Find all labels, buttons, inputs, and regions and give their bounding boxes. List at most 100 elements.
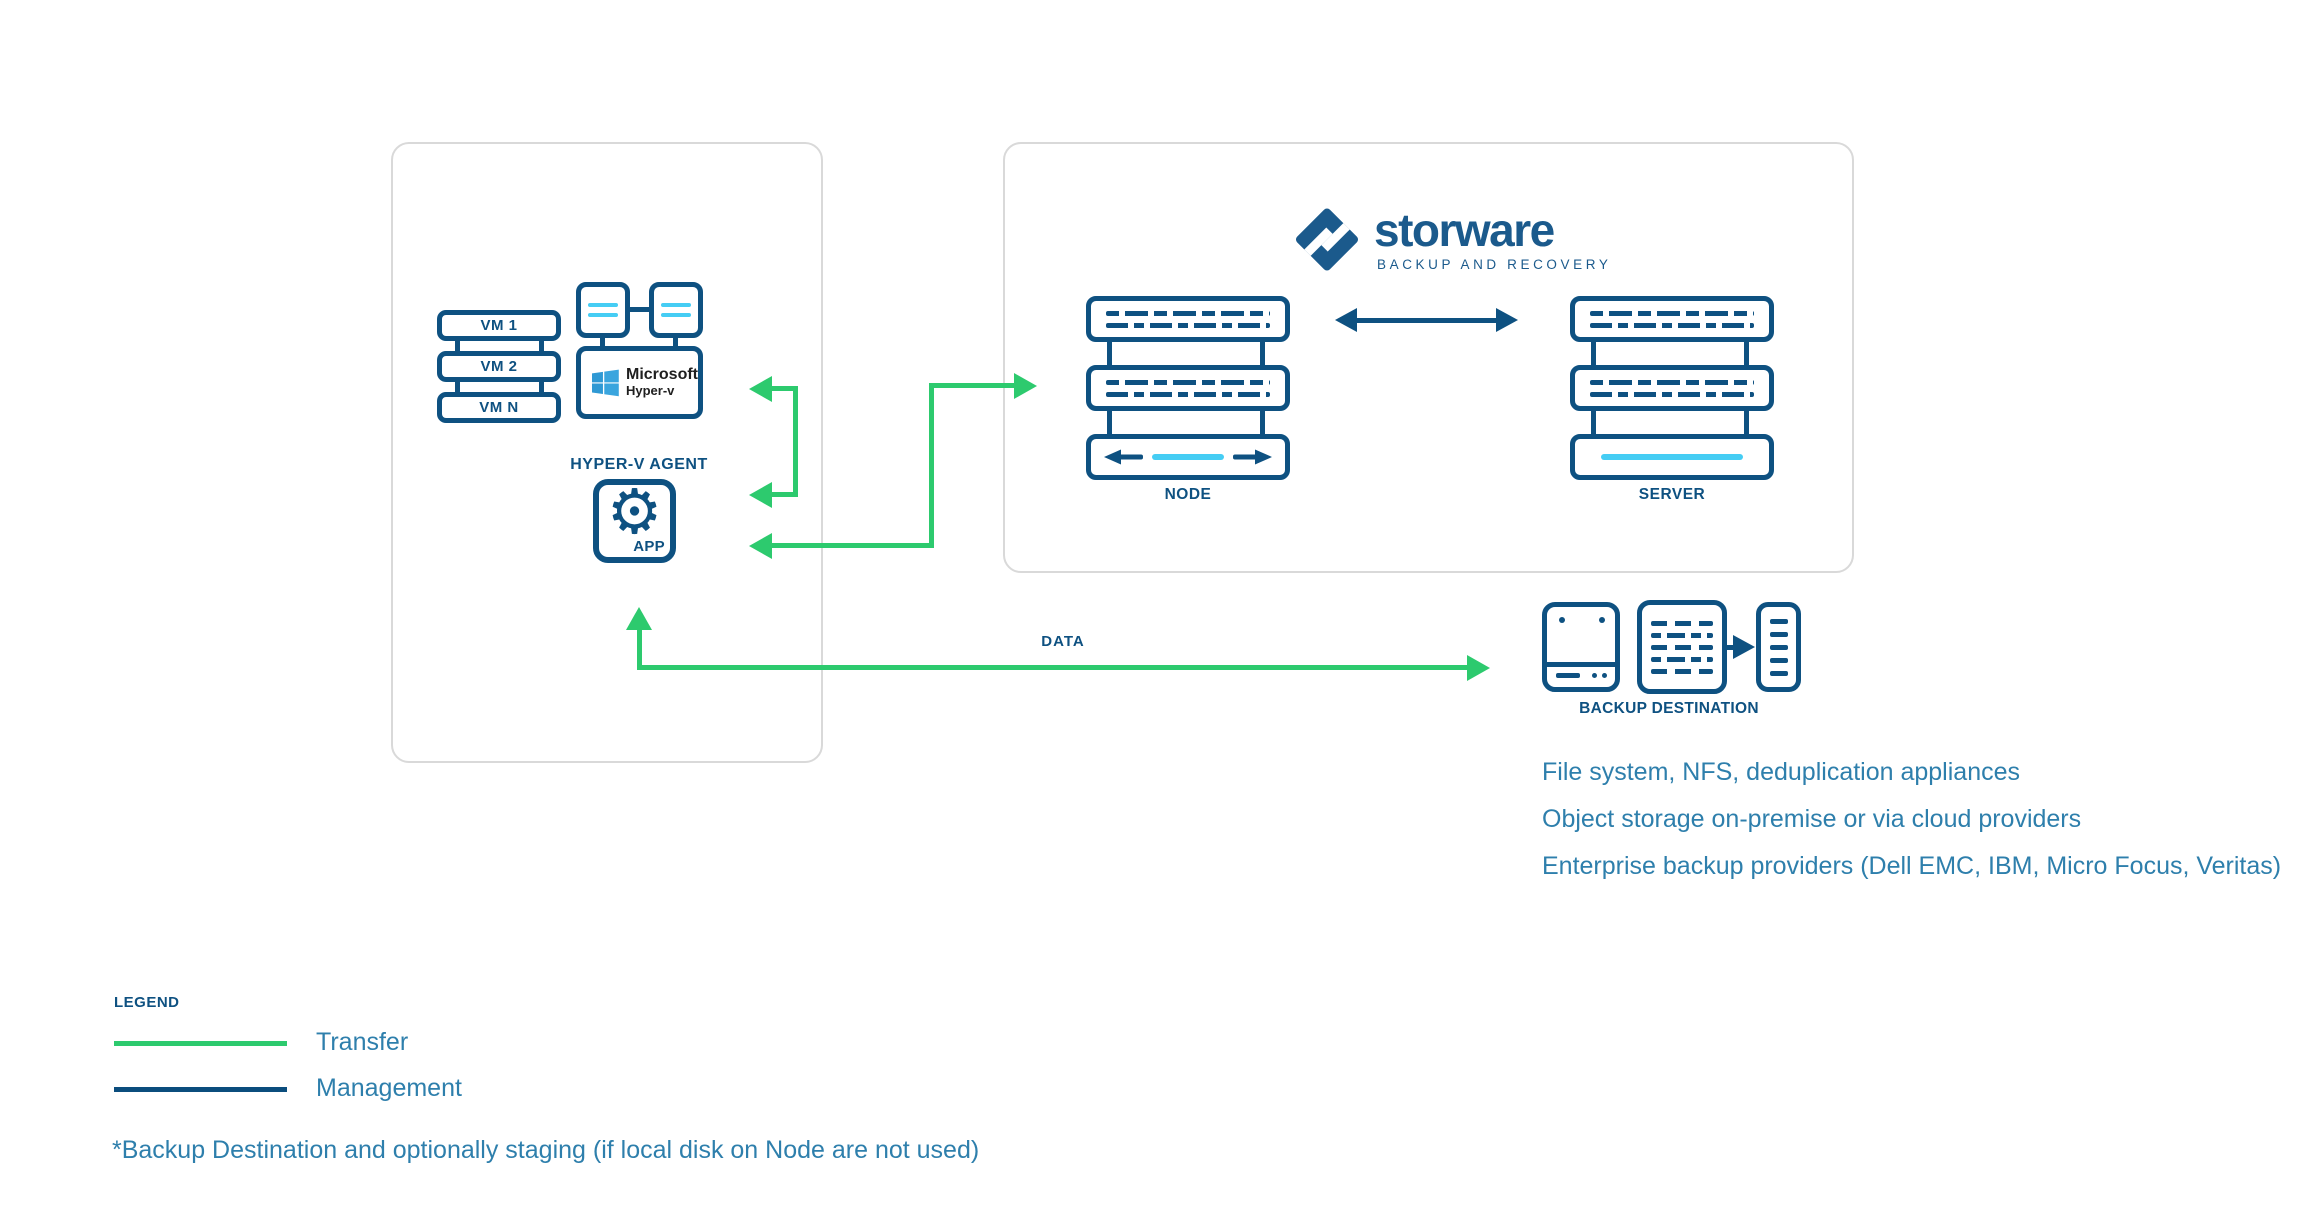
server-connector [1744,407,1749,438]
disk-dash [1556,673,1580,678]
transfer-line [929,383,1014,388]
legend-transfer-swatch [114,1041,287,1046]
data-arrowhead-up [626,607,652,630]
data-arrowhead-right [1467,655,1490,681]
mini-vm-connector [628,307,651,312]
mini-vm-line [661,303,691,307]
tape-line [1769,644,1788,650]
file-line [1651,632,1713,638]
microsoft-hyperv-box: Microsoft Hyper-v [576,346,703,419]
vm-stack-connector [455,330,460,360]
transfer-line [771,386,798,391]
app-agent-box: ⚙ APP [593,479,676,563]
node-io-arrows-icon [1104,449,1272,465]
transfer-arrowhead-left [749,376,772,402]
vm-stack-connector [455,372,460,402]
file-line [1651,644,1713,650]
management-arrowhead-right [1496,308,1518,332]
data-flow-label: DATA [1041,633,1085,650]
mini-vm-icon [649,282,703,338]
storware-panel [1003,142,1854,573]
transfer-line [793,386,798,497]
vm-stack-connector [539,330,544,360]
server-dashes [1590,310,1754,316]
server-label: SERVER [1638,486,1706,503]
footnote: *Backup Destination and optionally stagi… [112,1136,980,1164]
hyperv-text: Hyper-v [626,383,675,399]
disk-icon [1542,602,1620,692]
file-line [1651,656,1713,662]
backup-arrowhead-right [1733,635,1755,659]
transfer-arrowhead-right [1014,373,1037,399]
data-line [637,628,642,670]
file-line [1651,620,1713,626]
legend-management-label: Management [316,1074,462,1102]
management-arrowhead-left [1335,308,1357,332]
backup-description-2: Object storage on-premise or via cloud p… [1542,805,2082,833]
node-connector [1107,338,1112,369]
mini-vm-line [588,313,618,317]
server-dashes [1590,322,1754,328]
disk-dot [1592,673,1597,678]
vm-n-box: VM N [437,392,561,423]
storware-logo-icon [1294,206,1360,273]
tape-line [1769,657,1788,663]
gear-icon: ⚙ [606,475,663,548]
server-dashes [1106,391,1270,397]
tape-icon [1756,602,1801,692]
vm-n-label: VM N [479,399,519,416]
vm-stack-connector [539,372,544,402]
file-line [1651,668,1713,674]
file-data-icon [1637,600,1727,694]
vm-2-label: VM 2 [480,358,518,375]
server-cyan-line [1601,454,1743,460]
tape-line [1769,618,1788,624]
app-label: APP [633,538,665,555]
legend-transfer-label: Transfer [316,1028,409,1056]
server-row-io [1570,434,1774,480]
server-connector [1591,407,1596,438]
server-connector [1591,338,1596,369]
server-row [1570,296,1774,342]
windows-logo-icon [592,369,619,396]
vm-1-label: VM 1 [480,317,518,334]
backup-destination-label: BACKUP DESTINATION [1579,700,1759,717]
mini-vm-line [588,303,618,307]
transfer-line [929,383,934,548]
microsoft-hyperv-label: Microsoft Hyper-v [626,366,698,399]
server-dashes [1106,310,1270,316]
legend-management-swatch [114,1087,287,1092]
hyperv-host-panel [391,142,823,763]
disk-dot [1599,617,1605,623]
node-connector [1260,407,1265,438]
node-connector [1107,407,1112,438]
node-row-io [1086,434,1290,480]
storware-tagline: BACKUP AND RECOVERY [1377,257,1612,272]
mini-vm-line [661,313,691,317]
data-line [637,665,1467,670]
server-connector [1744,338,1749,369]
backup-description-3: Enterprise backup providers (Dell EMC, I… [1542,852,2282,880]
vm-1-box: VM 1 [437,310,561,341]
tape-line [1769,670,1788,676]
backup-description-1: File system, NFS, deduplication applianc… [1542,758,2021,786]
management-line [1355,318,1498,323]
legend-title: LEGEND [114,994,180,1011]
server-dashes [1106,322,1270,328]
hyperv-agent-label: HYPER-V AGENT [570,456,708,473]
tape-line [1769,631,1788,637]
microsoft-text: Microsoft [626,366,698,384]
disk-dot [1602,673,1607,678]
transfer-line [771,492,798,497]
node-connector [1260,338,1265,369]
node-label: NODE [1164,486,1212,503]
node-row [1086,296,1290,342]
transfer-line [771,543,934,548]
server-dashes [1106,379,1270,385]
vm-2-box: VM 2 [437,351,561,382]
disk-divider [1547,662,1615,667]
mini-vm-down-connector [600,334,605,350]
transfer-arrowhead-left [749,533,772,559]
storware-wordmark: storware [1374,204,1555,256]
